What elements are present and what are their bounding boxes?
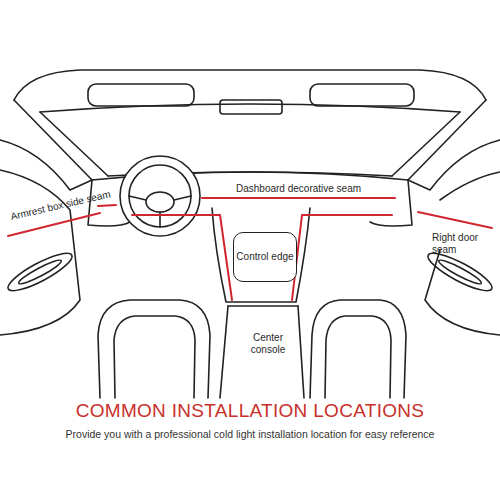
caption: Provide you with a professional cold lig…	[10, 428, 490, 440]
seam-label: Armrest box side seam	[9, 187, 119, 223]
seam-label: Right door seam	[432, 232, 490, 255]
node-label: Control edge	[236, 251, 293, 263]
seam-lines	[8, 198, 492, 300]
title: COMMON INSTALLATION LOCATIONS	[0, 400, 500, 422]
seam-label: Dashboard decorative seam	[236, 183, 376, 195]
control-panel-box: Control edge	[233, 232, 297, 282]
node-text-group: Control edge	[236, 251, 293, 263]
area-label: Center console	[240, 332, 296, 355]
